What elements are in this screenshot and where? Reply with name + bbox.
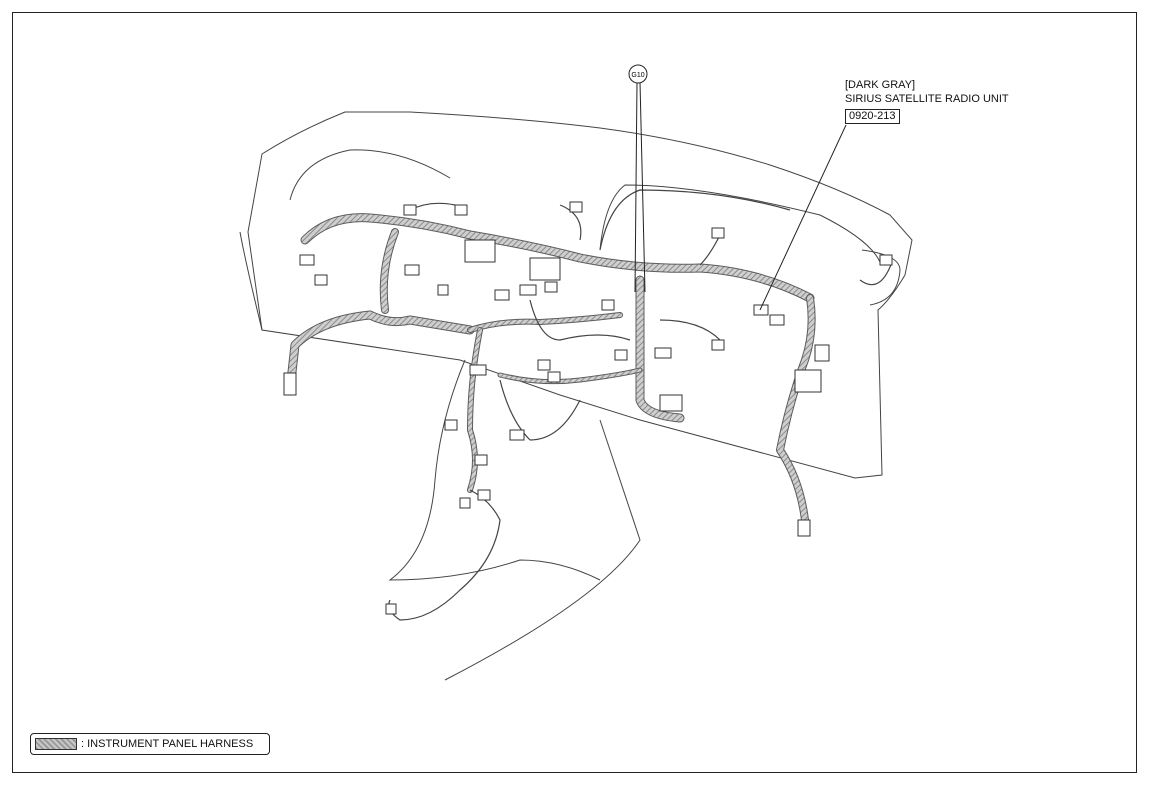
connectors xyxy=(283,201,893,615)
ground-label: G10 xyxy=(631,72,644,79)
ground-point-icon xyxy=(628,64,648,84)
component-code-label: 0920-213 xyxy=(845,109,900,124)
component-color-label: [DARK GRAY] xyxy=(845,79,916,91)
legend: : INSTRUMENT PANEL HARNESS xyxy=(30,733,270,755)
dashboard-outline xyxy=(239,111,913,681)
ground-callout: G10 xyxy=(628,64,648,293)
instrument-panel-harness xyxy=(285,213,816,524)
legend-swatch-icon xyxy=(35,738,77,750)
diagram-frame xyxy=(12,12,1137,773)
component-leader-line xyxy=(759,124,847,311)
component-name-label: SIRIUS SATELLITE RADIO UNIT xyxy=(845,93,1009,105)
legend-label: : INSTRUMENT PANEL HARNESS xyxy=(81,738,254,750)
